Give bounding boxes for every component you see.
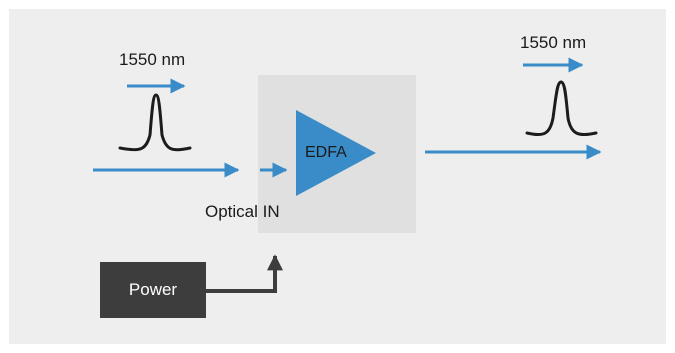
input-pulse xyxy=(118,93,192,152)
edfa-amplifier-icon xyxy=(296,110,376,196)
optical-in-label: Optical IN xyxy=(205,202,280,221)
power-connection-arrow xyxy=(206,254,283,293)
output-pulse xyxy=(525,80,598,137)
power-label: Power xyxy=(128,280,178,299)
input-wavelength-label: 1550 nm xyxy=(119,50,186,69)
power-source-box: Power xyxy=(100,262,206,318)
output-wavelength-label: 1550 nm xyxy=(520,33,587,52)
edfa-label: EDFA xyxy=(305,144,347,161)
